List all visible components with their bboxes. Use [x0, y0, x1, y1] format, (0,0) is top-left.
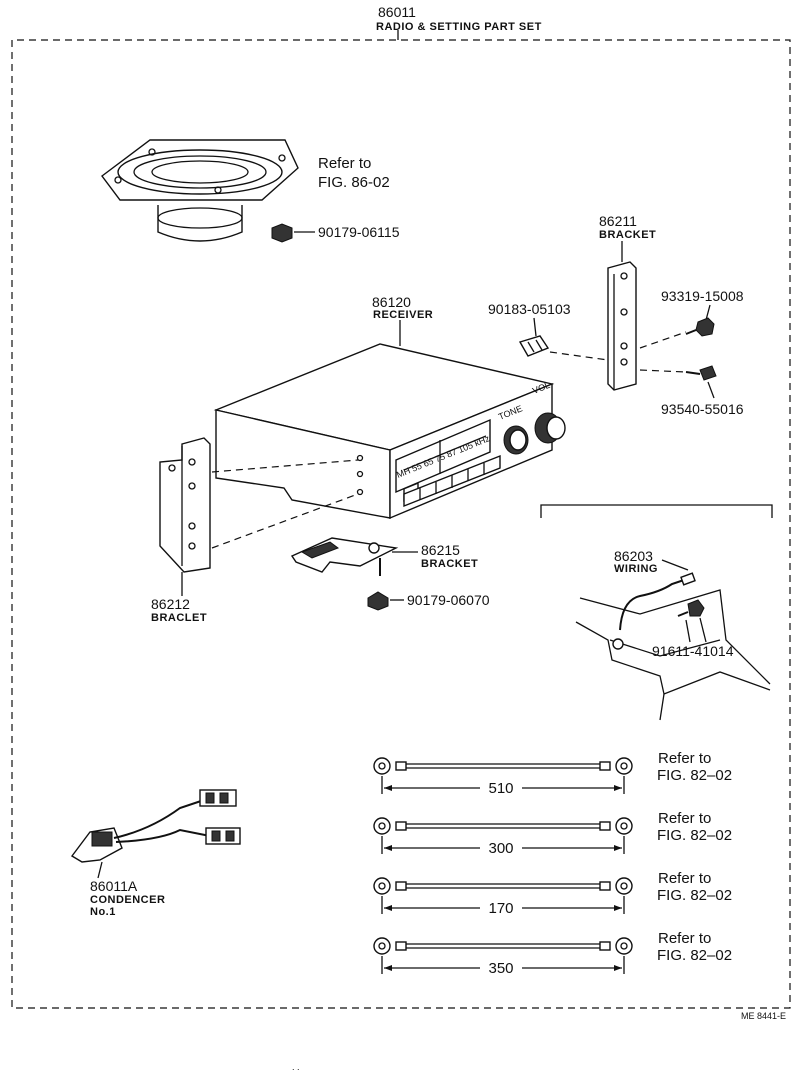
screw-2-part-number: 93540-55016	[661, 401, 744, 417]
condenser	[70, 789, 241, 863]
strap-ref-line2: FIG. 82–02	[657, 827, 732, 844]
clip-part-number: 90183-05103	[488, 301, 571, 317]
wiring-inset-body	[575, 572, 771, 721]
screw-2	[685, 365, 717, 381]
strap-length: 300	[488, 840, 513, 857]
screw-1	[685, 317, 715, 337]
set-border	[11, 39, 791, 1009]
wiring-inset-bracket	[540, 504, 773, 518]
nut-2-part-number: 90179-06070	[407, 592, 490, 608]
receiver-part-number: 86120	[372, 294, 411, 310]
strap-ref-line2: FIG. 82–02	[657, 947, 732, 964]
bolt-part-number: 91611-41014	[652, 643, 734, 659]
bracket-left-part-number: 86212	[151, 596, 190, 612]
bracket-right-part-number: 86211	[599, 213, 637, 229]
strap-length: 170	[488, 900, 513, 917]
bracket-right-name: BRACKET	[599, 229, 656, 241]
set-name: RADIO & SETTING PART SET	[376, 21, 542, 33]
bracket-left-name: BRACLET	[151, 612, 207, 624]
strap-ref-line1: Refer to	[658, 750, 711, 767]
wiring-part-number: 86203	[614, 548, 653, 564]
bracket-bottom	[290, 537, 399, 576]
nut-1	[271, 223, 293, 243]
strap-length: 350	[488, 960, 513, 977]
condenser-sub: No.1	[90, 906, 116, 918]
speaker-ref-line1: Refer to	[318, 155, 371, 172]
clip	[518, 335, 550, 357]
receiver-name: RECEIVER	[373, 309, 433, 321]
speaker-ref-line2: FIG. 86-02	[318, 174, 390, 191]
wiring-name: WIRING	[614, 563, 658, 575]
strap-ref-line1: Refer to	[658, 810, 711, 827]
receiver	[213, 343, 566, 520]
strap-ref-line2: FIG. 82–02	[657, 767, 732, 784]
condenser-part-number: 86011A	[90, 878, 138, 894]
footer-mark: . .	[292, 1062, 300, 1072]
footer-code: ME 8441-E	[741, 1011, 786, 1021]
strap-ref-line1: Refer to	[658, 870, 711, 887]
nut-2	[367, 591, 389, 611]
bracket-bottom-part-number: 86215	[421, 542, 460, 558]
speaker	[101, 139, 299, 242]
strap-length: 510	[488, 780, 513, 797]
bracket-bottom-name: BRACKET	[421, 558, 478, 570]
set-part-number: 86011	[378, 4, 416, 20]
strap-ref-line1: Refer to	[658, 930, 711, 947]
nut-1-part-number: 90179-06115	[318, 224, 400, 240]
bracket-right	[607, 261, 637, 391]
strap-ref-line2: FIG. 82–02	[657, 887, 732, 904]
screw-1-part-number: 93319-15008	[661, 288, 744, 304]
bracket-left	[159, 437, 211, 573]
condenser-name: CONDENCER	[90, 894, 165, 906]
